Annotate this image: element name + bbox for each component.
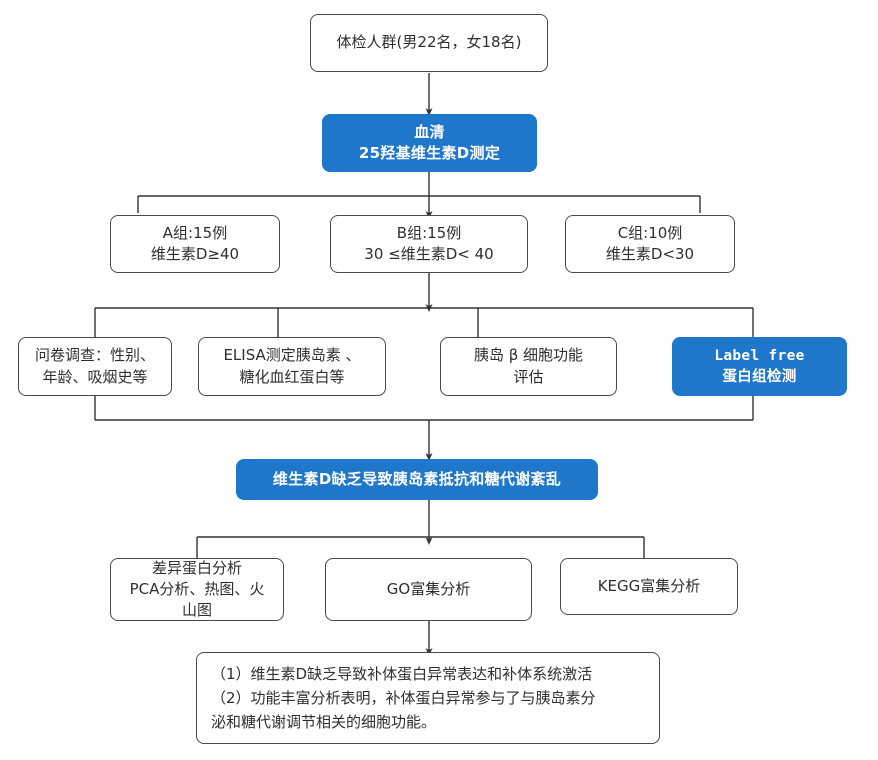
node-group-b[interactable]: B组:15例 30 ≤维生素D< 40 [330,215,528,273]
node-elisa[interactable]: ELISA测定胰岛素 、 糖化血红蛋白等 [198,337,386,396]
node-beta-cell[interactable]: 胰岛 β 细胞功能 评估 [440,337,617,396]
node-group-a[interactable]: A组:15例 维生素D≥40 [110,215,280,273]
node-go-enrichment[interactable]: GO富集分析 [325,558,532,621]
node-questionnaire[interactable]: 问卷调查：性别、 年龄、吸烟史等 [18,337,172,396]
node-group-c[interactable]: C组:10例 维生素D<30 [565,215,735,273]
node-serum-assay[interactable]: 血清 25羟基维生素D测定 [322,114,537,172]
node-conclusion-mid[interactable]: 维生素D缺乏导致胰岛素抵抗和糖代谢紊乱 [236,459,598,500]
node-kegg-enrichment[interactable]: KEGG富集分析 [560,558,738,615]
node-label-free[interactable]: Label free 蛋白组检测 [672,337,847,396]
node-diff-protein[interactable]: 差异蛋白分析 PCA分析、热图、火 山图 [110,558,284,621]
node-population[interactable]: 体检人群(男22名，女18名) [310,14,548,72]
node-final-conclusion[interactable]: （1）维生素D缺乏导致补体蛋白异常表达和补体系统激活 （2）功能丰富分析表明，补… [196,652,660,744]
